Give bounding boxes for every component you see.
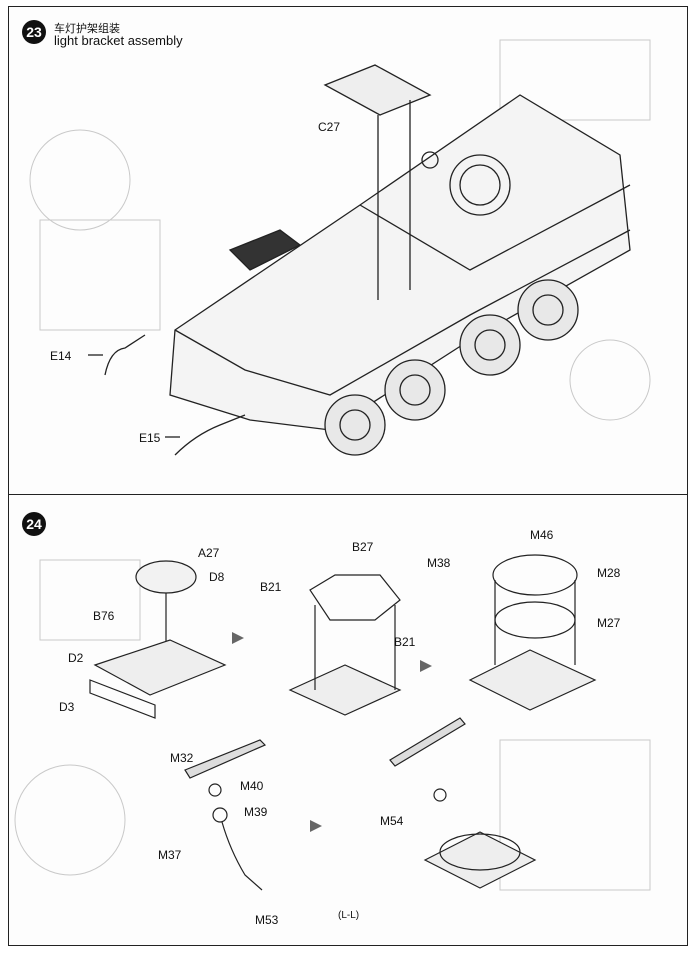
part-label-c27: C27 [318,120,341,134]
part-label-b21-left: B21 [260,580,282,594]
part-label-d3: D3 [59,700,75,714]
flow-arrows [232,632,432,832]
part-label-m54: M54 [380,814,404,828]
part-label-b21-right: B21 [394,635,416,649]
part-label-b27: B27 [352,540,374,554]
part-label-m37: M37 [158,848,182,862]
part-label-m39: M39 [244,805,268,819]
part-label-e15: E15 [139,431,161,445]
part-label-b76: B76 [93,609,115,623]
step-23-badge: 23 [22,20,46,44]
step-23-title-chinese: 车灯护架组装 [54,22,120,35]
part-label-m32: M32 [170,751,194,765]
ghost-background-drawings [14,39,651,891]
part-label-d8: D8 [209,570,225,584]
section-divider [8,494,688,495]
part-label-e14: E14 [50,349,72,363]
part-label-m28: M28 [597,566,621,580]
step-23-title-english: light bracket assembly [54,33,183,48]
part-label-d2: D2 [68,651,84,665]
part-label-m53: M53 [255,913,279,927]
vehicle-drawing [88,64,631,456]
view-label: (L-L) [338,910,360,921]
part-label-m40: M40 [240,779,264,793]
step-24-badge: 24 [22,512,46,536]
turret-ring-drawings [89,554,597,891]
part-label-m38: M38 [427,556,451,570]
part-label-m27: M27 [597,616,621,630]
part-label-a27: A27 [198,546,220,560]
part-label-m46: M46 [530,528,554,542]
